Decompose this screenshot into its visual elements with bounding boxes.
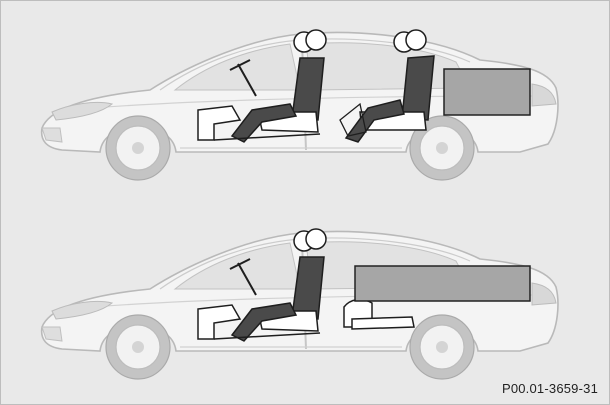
- cargo-area-extended: [355, 266, 530, 301]
- car-rear-seat-upright: [42, 30, 558, 180]
- figure-reference-code: P00.01-3659-31: [502, 381, 598, 396]
- car-rear-seat-folded: [42, 229, 558, 379]
- cargo-area-trunk: [444, 69, 530, 115]
